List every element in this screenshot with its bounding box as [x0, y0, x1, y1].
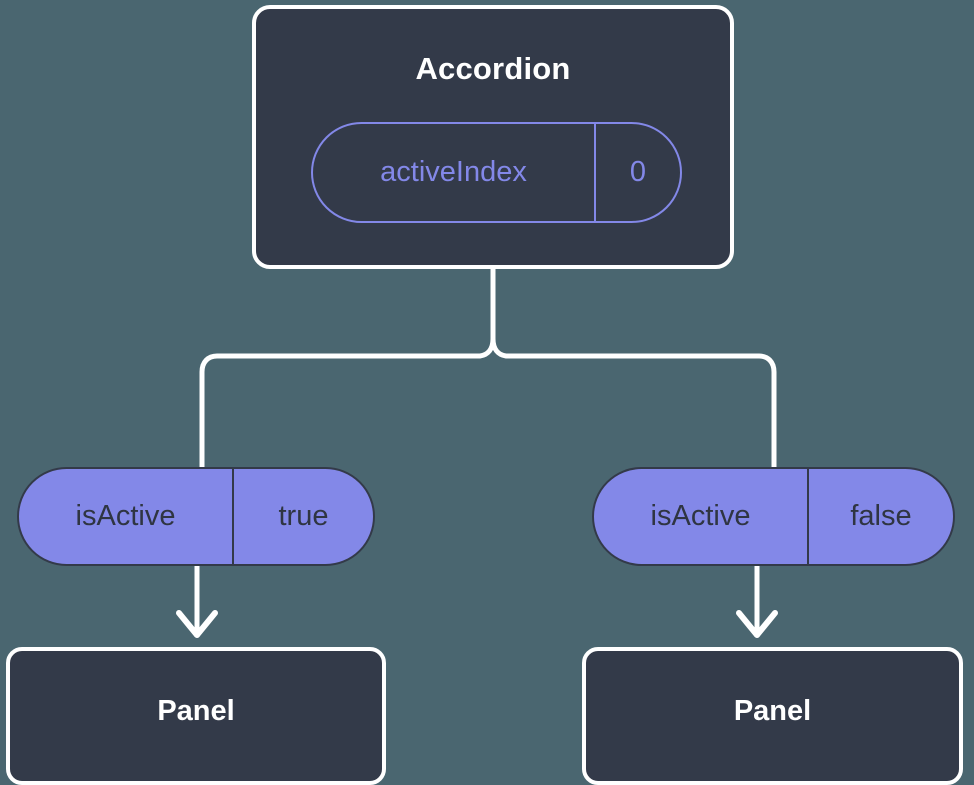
state-pill-activeindex[interactable]: activeIndex 0 [311, 122, 682, 223]
component-card-panel-left[interactable]: Panel [6, 647, 386, 785]
connector-fork [199, 266, 777, 471]
prop-key-label: isActive [594, 469, 809, 564]
component-title-accordion: Accordion [415, 51, 571, 86]
prop-value-label: false [850, 500, 912, 532]
prop-pill-isactive-false[interactable]: isActive false [592, 467, 955, 566]
prop-value-label: true [278, 500, 329, 532]
arrow-left-head-icon [176, 610, 218, 638]
prop-key-label: isActive [19, 469, 234, 564]
state-key-label: activeIndex [313, 124, 596, 221]
component-title-panel: Panel [157, 695, 235, 727]
component-title-panel: Panel [733, 695, 812, 727]
component-card-accordion[interactable]: Accordion activeIndex 0 [252, 5, 734, 269]
component-card-panel-right[interactable]: Panel [582, 647, 963, 785]
arrow-right-head-icon [736, 610, 778, 638]
prop-pill-isactive-true[interactable]: isActive true [17, 467, 375, 566]
state-value-label: 0 [629, 156, 647, 188]
